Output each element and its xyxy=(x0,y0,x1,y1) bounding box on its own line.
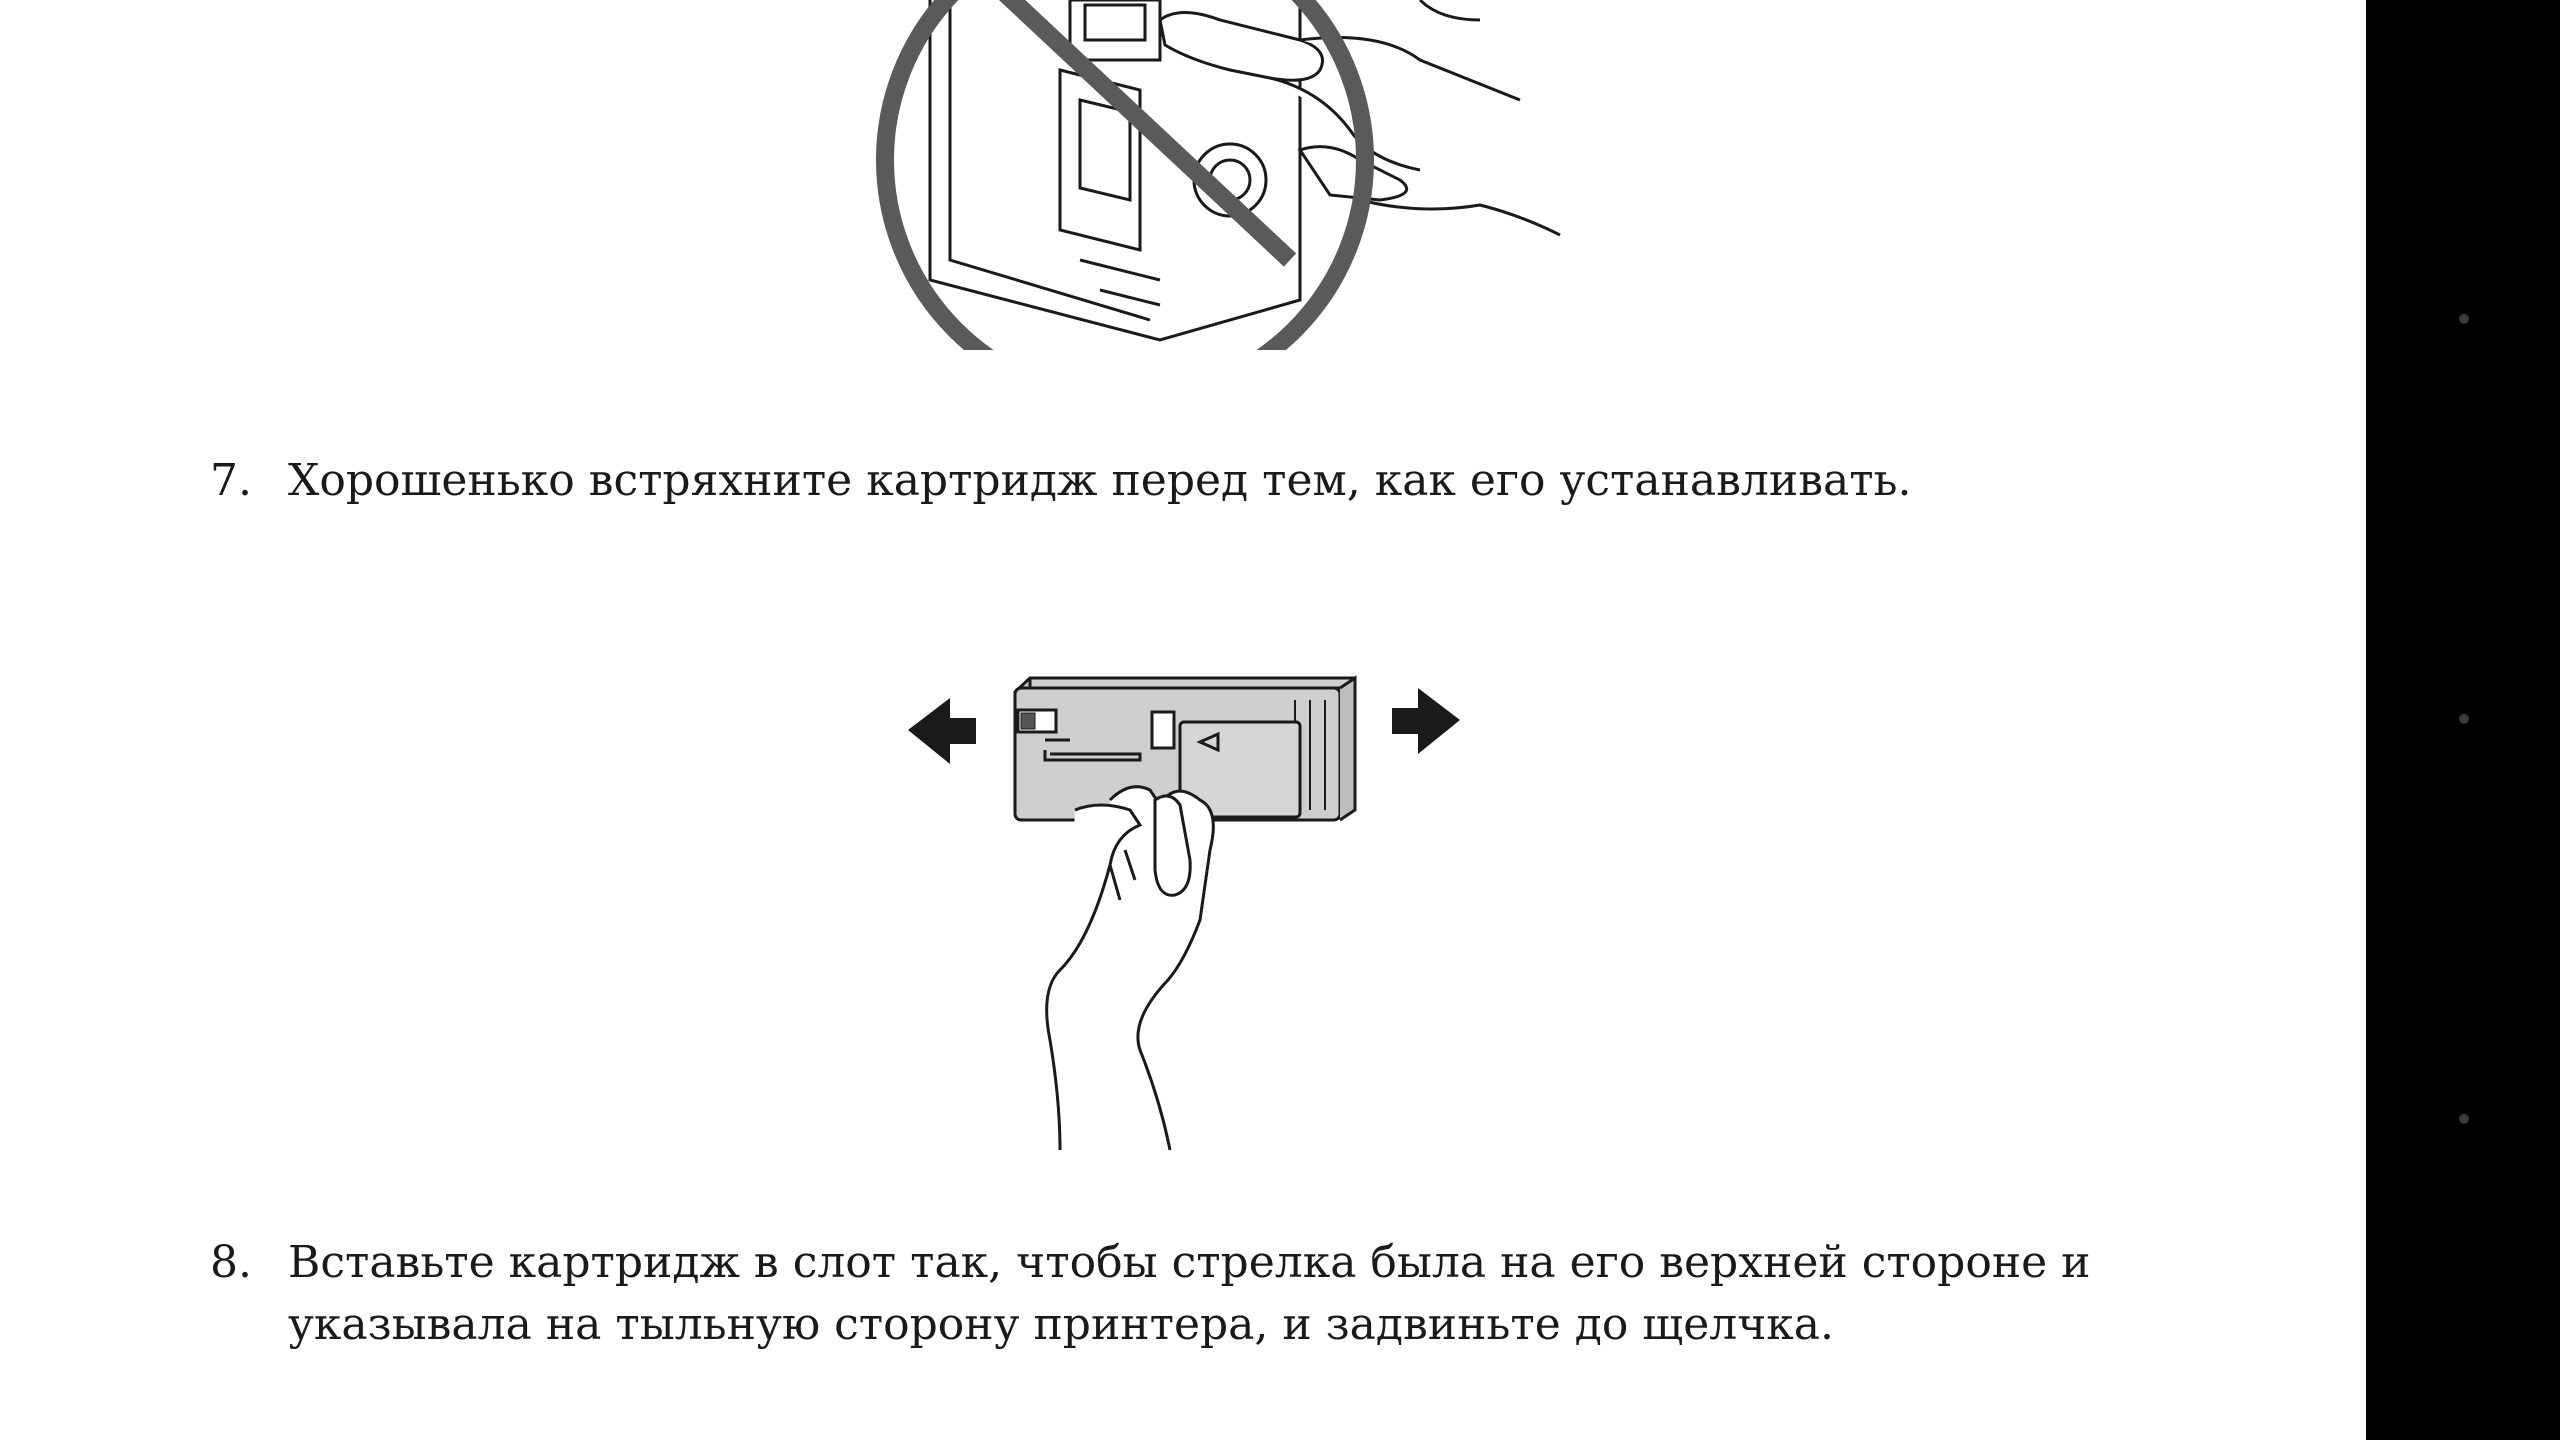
side-panel xyxy=(2366,0,2560,1440)
prohibition-illustration xyxy=(860,0,1580,350)
step-number: 7. xyxy=(210,455,252,506)
shake-cartridge-illustration xyxy=(900,660,1480,1160)
step-text: Хорошенько встряхните картридж перед тем… xyxy=(288,455,1912,506)
arrow-left-icon xyxy=(908,698,976,764)
step-number: 8. xyxy=(210,1237,252,1288)
page-indicator-dot[interactable] xyxy=(2459,714,2469,724)
prohibition-icon xyxy=(876,0,1561,350)
page-indicator-dot[interactable] xyxy=(2459,1114,2469,1124)
document-page: 7. Хорошенько встряхните картридж перед … xyxy=(210,0,2091,1350)
page-indicator-dot[interactable] xyxy=(2459,314,2469,324)
step-text: Вставьте картридж в слот так, чтобы стре… xyxy=(288,1237,2091,1350)
arrow-right-icon xyxy=(1392,688,1460,754)
